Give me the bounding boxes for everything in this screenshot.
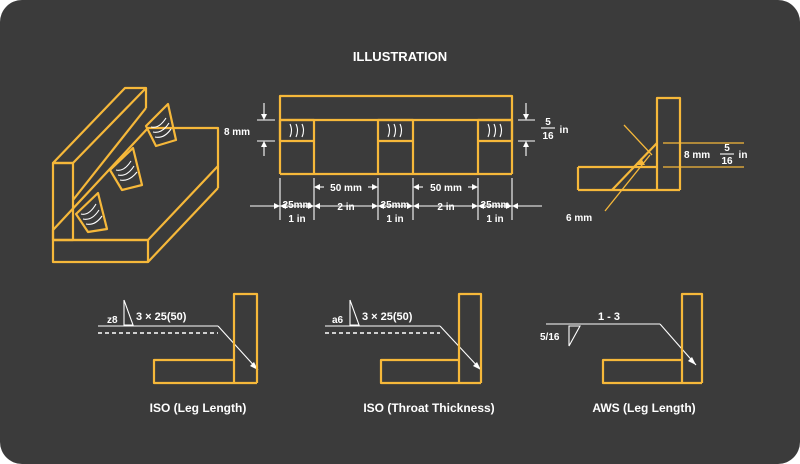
symbol-spec: 1 - 3 — [598, 311, 620, 323]
fraction-unit: in — [560, 125, 569, 136]
aws-leg-length-symbol: 5/16 1 - 3 AWS (Leg Length) — [540, 292, 704, 415]
fraction-denominator: 16 — [542, 131, 554, 142]
weld-bead — [74, 191, 109, 234]
title: ILLUSTRATION — [353, 49, 447, 64]
fillet-cross-section: 8 mm 5 16 in 6 mm — [566, 96, 748, 224]
pitch-in-label: 2 in — [437, 202, 454, 213]
weld-length-in-label: 1 in — [486, 214, 503, 225]
weld-bead — [108, 146, 144, 192]
weld-segment — [278, 118, 316, 143]
weld-length-mm-label: 25mm — [381, 200, 410, 211]
iso-throat-thickness-symbol: a6 3 × 25(50) ISO (Throat Thickness) — [325, 292, 495, 415]
weld-segment — [376, 118, 415, 143]
symbol-caption: ISO (Throat Thickness) — [363, 401, 494, 415]
symbol-caption: AWS (Leg Length) — [592, 401, 695, 415]
weld-length-mm-label: 25mm — [481, 200, 510, 211]
pitch-mm-label: 50 mm — [430, 183, 462, 194]
pitch-in-label: 2 in — [337, 202, 354, 213]
weld-length-mm-label: 25mm — [283, 200, 312, 211]
iso-leg-length-symbol: z8 3 × 25(50) ISO (Leg Length) — [98, 292, 259, 415]
symbol-prefix: z8 — [107, 315, 118, 326]
top-plate — [278, 94, 514, 122]
leg-size-label: 8 mm — [684, 150, 710, 161]
weld-segment — [476, 118, 514, 143]
isometric-weld-block — [51, 86, 220, 264]
weld-bead — [144, 102, 178, 148]
symbol-prefix: 5/16 — [540, 332, 560, 343]
beam-height-label: 8 mm — [224, 127, 250, 138]
fraction-denominator: 16 — [721, 156, 733, 167]
weld-length-in-label: 1 in — [288, 214, 305, 225]
throat-label: 6 mm — [566, 213, 592, 224]
symbol-prefix: a6 — [332, 315, 344, 326]
fraction-numerator: 5 — [545, 117, 551, 128]
intermittent-weld-diagram: 8 mm 5 16 in 50 mm 50 mm — [224, 94, 569, 225]
symbol-spec: 3 × 25(50) — [362, 311, 413, 323]
pitch-mm-label: 50 mm — [330, 183, 362, 194]
symbol-spec: 3 × 25(50) — [136, 311, 187, 323]
fraction-numerator: 5 — [724, 143, 730, 154]
fraction-unit: in — [739, 150, 748, 161]
weld-length-in-label: 1 in — [386, 214, 403, 225]
symbol-caption: ISO (Leg Length) — [150, 401, 247, 415]
